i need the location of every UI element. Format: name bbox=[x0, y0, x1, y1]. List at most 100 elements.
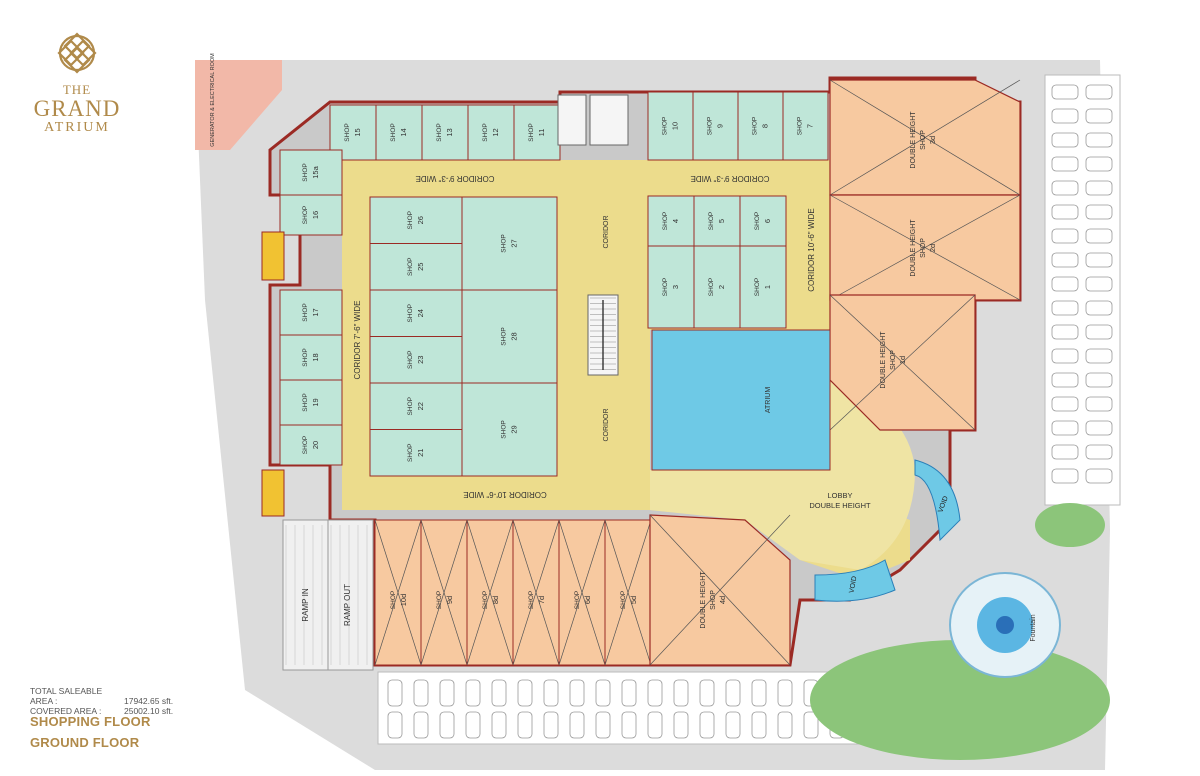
shop-20-label: SHOP bbox=[302, 436, 309, 454]
parked-car bbox=[1085, 324, 1113, 340]
shop-8d-number: 8d bbox=[491, 596, 500, 604]
parked-car bbox=[413, 679, 429, 707]
parked-car bbox=[1085, 420, 1113, 436]
lobby-label: LOBBY bbox=[827, 491, 852, 500]
parked-car bbox=[543, 711, 559, 739]
parked-car bbox=[1051, 468, 1079, 484]
shop-16-room bbox=[279, 194, 343, 236]
shop-2-label: SHOP bbox=[708, 278, 715, 296]
shop-8-label: SHOP bbox=[752, 117, 759, 135]
double-height-number-2d: 2d bbox=[928, 244, 937, 252]
shop-15a-room bbox=[279, 149, 343, 196]
parked-car bbox=[621, 679, 637, 707]
shop-9d-label: SHOP bbox=[436, 591, 443, 609]
parked-car bbox=[1085, 372, 1113, 388]
shop-6-number: 6 bbox=[763, 219, 772, 223]
shop-2-room bbox=[693, 245, 741, 329]
shop-6-label: SHOP bbox=[754, 212, 761, 230]
parked-car bbox=[1051, 204, 1079, 220]
shop-7-label: SHOP bbox=[797, 117, 804, 135]
parked-car bbox=[1051, 372, 1079, 388]
floor-title: SHOPPING FLOOR bbox=[30, 714, 151, 729]
shop-24-room bbox=[369, 289, 463, 337]
shop-25-room bbox=[369, 243, 463, 291]
atrium bbox=[651, 329, 831, 471]
parked-car bbox=[569, 679, 585, 707]
shop-18-room bbox=[279, 334, 343, 381]
parked-car bbox=[595, 711, 611, 739]
shop-21-number: 21 bbox=[416, 449, 425, 457]
shop-26-label: SHOP bbox=[407, 211, 414, 229]
shop-5d-label: SHOP bbox=[620, 591, 627, 609]
parked-car bbox=[1051, 252, 1079, 268]
shop-14-number: 14 bbox=[399, 128, 408, 136]
shop-2-number: 2 bbox=[717, 285, 726, 289]
shop-19-number: 19 bbox=[311, 398, 320, 406]
shop-7d-number: 7d bbox=[537, 596, 546, 604]
garden-right bbox=[1035, 503, 1105, 547]
covered-area-value: 25002.10 sft. bbox=[124, 706, 174, 716]
parked-car bbox=[1085, 132, 1113, 148]
lobby-double-height bbox=[650, 380, 915, 570]
shop-3-label: SHOP bbox=[662, 278, 669, 296]
parked-car bbox=[1051, 276, 1079, 292]
shop-11-label: SHOP bbox=[528, 123, 535, 141]
shop-15-label: SHOP bbox=[344, 123, 351, 141]
shop-13-room bbox=[421, 104, 469, 161]
shop-16-label: SHOP bbox=[302, 206, 309, 224]
corridor-label-center-top: CORIDOR bbox=[603, 215, 610, 248]
parked-car bbox=[699, 679, 715, 707]
void-1 bbox=[914, 459, 961, 542]
shop-4-label: SHOP bbox=[662, 212, 669, 230]
shop-22-number: 22 bbox=[416, 402, 425, 410]
ramp-in-label: RAMP IN bbox=[301, 588, 310, 621]
parked-car bbox=[491, 711, 507, 739]
parked-car bbox=[569, 711, 585, 739]
covered-area-label: COVERED AREA : bbox=[30, 706, 102, 716]
parked-car bbox=[803, 711, 819, 739]
double-height-shop-label-2d: SHOP bbox=[920, 238, 927, 258]
double-height-label-3d: DOUBLE HEIGHT bbox=[910, 111, 917, 169]
shop-23-number: 23 bbox=[416, 356, 425, 364]
brand-grand: GRAND bbox=[33, 96, 121, 121]
parked-car bbox=[1051, 156, 1079, 172]
parked-car bbox=[439, 711, 455, 739]
shop-21-room bbox=[369, 429, 463, 477]
shop-4-number: 4 bbox=[671, 219, 680, 223]
floor-subtitle: GROUND FLOOR bbox=[30, 735, 140, 750]
shop-24-label: SHOP bbox=[407, 304, 414, 322]
shop-5d-number: 5d bbox=[629, 596, 638, 604]
stairs-top bbox=[557, 94, 587, 146]
shop-1-label: SHOP bbox=[754, 278, 761, 296]
shop-6d-label: SHOP bbox=[574, 591, 581, 609]
shop-24-number: 24 bbox=[416, 309, 425, 317]
shop-16-number: 16 bbox=[311, 211, 320, 219]
corridor-label-center-bottom: CORIDOR bbox=[603, 408, 610, 441]
shop-22-label: SHOP bbox=[407, 397, 414, 415]
shop-25-label: SHOP bbox=[407, 258, 414, 276]
shop-3-number: 3 bbox=[671, 285, 680, 289]
shop-8d-label: SHOP bbox=[482, 591, 489, 609]
shop-25-number: 25 bbox=[416, 263, 425, 271]
double-height-cross-b-4d bbox=[649, 514, 791, 666]
shop-27-number: 27 bbox=[510, 239, 519, 247]
brand-atrium: ATRIUM bbox=[44, 120, 110, 135]
double-height-cross-b-3d bbox=[829, 79, 1021, 196]
double-height-label-4d: DOUBLE HEIGHT bbox=[700, 571, 707, 629]
parked-car bbox=[1051, 300, 1079, 316]
shop-7-room bbox=[782, 91, 829, 161]
brand-logo: THE GRAND ATRIUM bbox=[22, 28, 132, 136]
double-height-label-2d: DOUBLE HEIGHT bbox=[910, 219, 917, 277]
parked-car bbox=[1051, 132, 1079, 148]
corridor-label-top-right: CORIDOR 9'-3" WIDE bbox=[690, 174, 769, 183]
shop-10-room bbox=[647, 91, 694, 161]
shop-9d-cross-b bbox=[420, 519, 468, 666]
parked-car bbox=[777, 711, 793, 739]
parked-car bbox=[1085, 348, 1113, 364]
shop-13-number: 13 bbox=[445, 128, 454, 136]
double-height-shop-label-4d: SHOP bbox=[710, 590, 717, 610]
parked-car bbox=[1051, 84, 1079, 100]
corridor-label-bottom: CORIDOR 10'-6" WIDE bbox=[463, 490, 547, 499]
saleable-area-label: TOTAL SALEABLE AREA : bbox=[30, 686, 103, 706]
